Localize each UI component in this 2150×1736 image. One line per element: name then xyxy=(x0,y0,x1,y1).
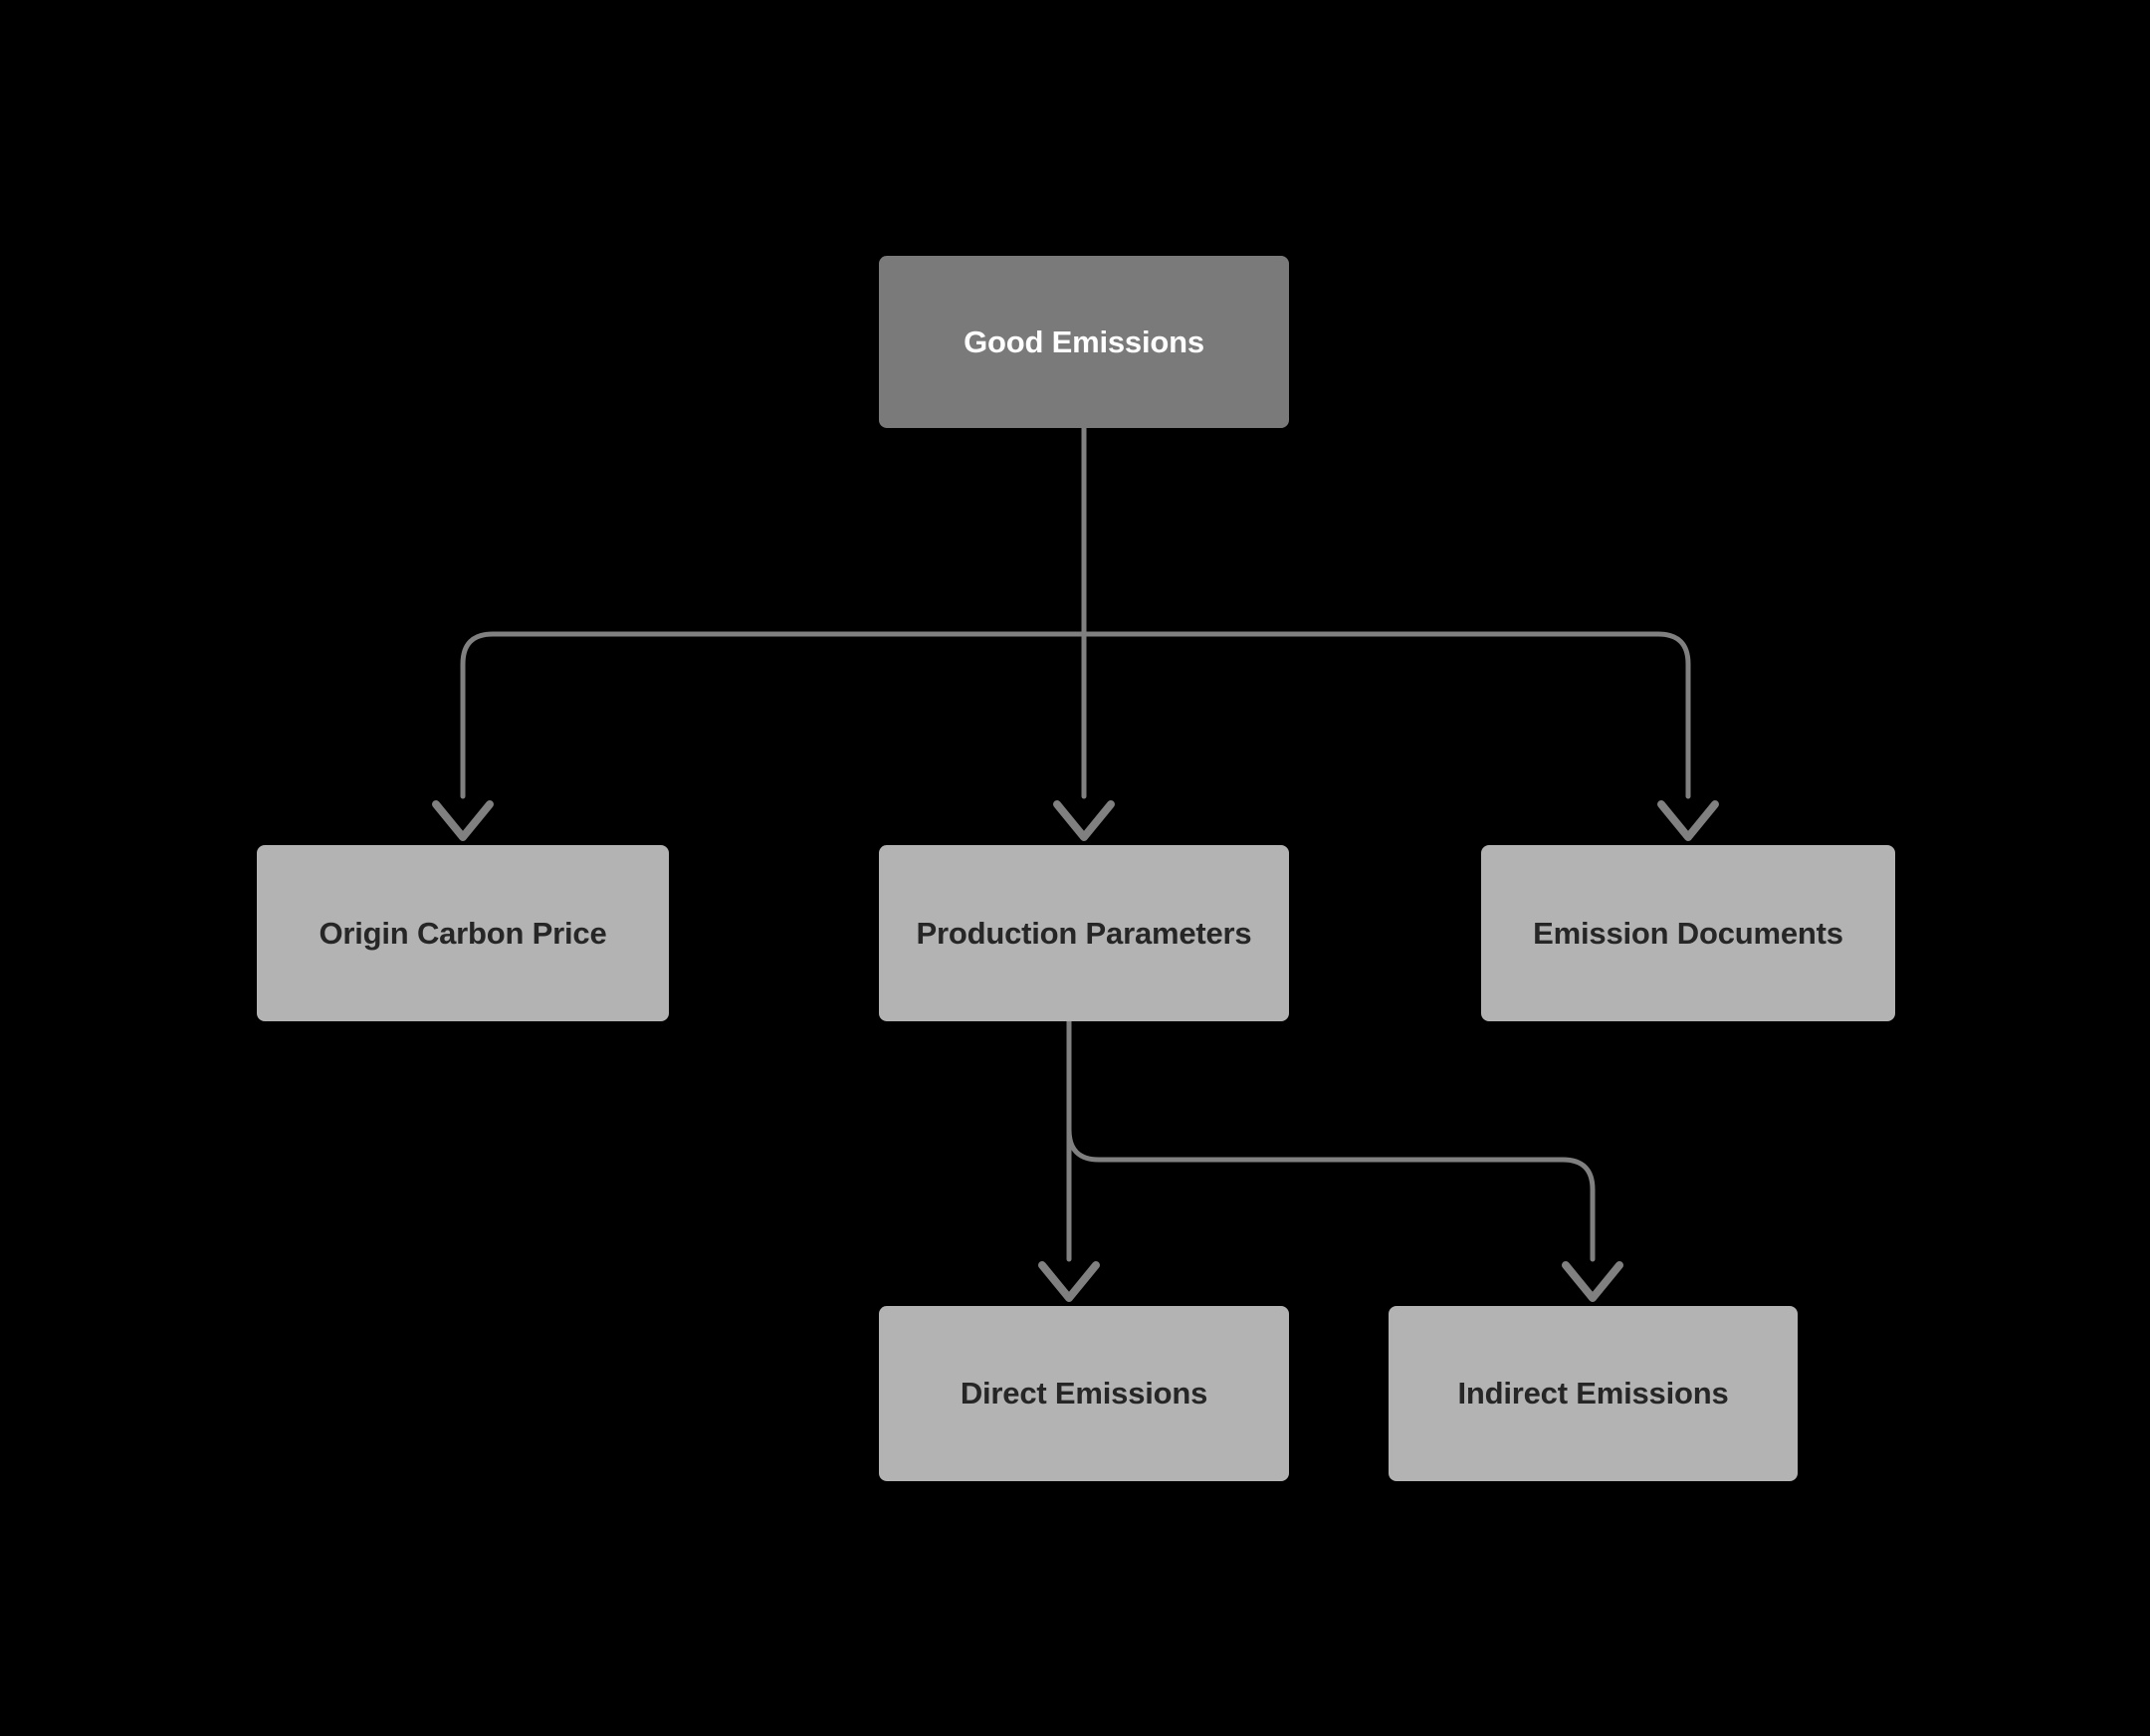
node-production-parameters[interactable]: Production Parameters xyxy=(879,845,1289,1021)
chevron-down-arrow-documents xyxy=(1657,800,1719,841)
node-label-emission-documents: Emission Documents xyxy=(1533,915,1843,951)
node-label-direct-emissions: Direct Emissions xyxy=(960,1376,1208,1411)
node-direct-emissions[interactable]: Direct Emissions xyxy=(879,1306,1289,1481)
chevron-down-arrow-direct xyxy=(1038,1261,1100,1302)
edge-good-to-documents xyxy=(1081,631,1691,799)
node-origin-carbon-price[interactable]: Origin Carbon Price xyxy=(257,845,669,1021)
chevron-down-arrow-origin xyxy=(432,800,494,841)
node-label-good-emissions: Good Emissions xyxy=(964,324,1204,359)
node-indirect-emissions[interactable]: Indirect Emissions xyxy=(1389,1306,1798,1481)
edge-good-to-origin xyxy=(460,631,1087,799)
edge-production-to-indirect xyxy=(1066,1018,1596,1262)
chevron-down-arrow-indirect xyxy=(1562,1261,1623,1302)
node-label-production-parameters: Production Parameters xyxy=(916,915,1252,951)
node-label-indirect-emissions: Indirect Emissions xyxy=(1457,1376,1729,1411)
node-emission-documents[interactable]: Emission Documents xyxy=(1481,845,1895,1021)
node-label-origin-carbon-price: Origin Carbon Price xyxy=(319,915,607,951)
chevron-down-arrow-production xyxy=(1053,800,1115,841)
node-good-emissions[interactable]: Good Emissions xyxy=(879,256,1289,428)
